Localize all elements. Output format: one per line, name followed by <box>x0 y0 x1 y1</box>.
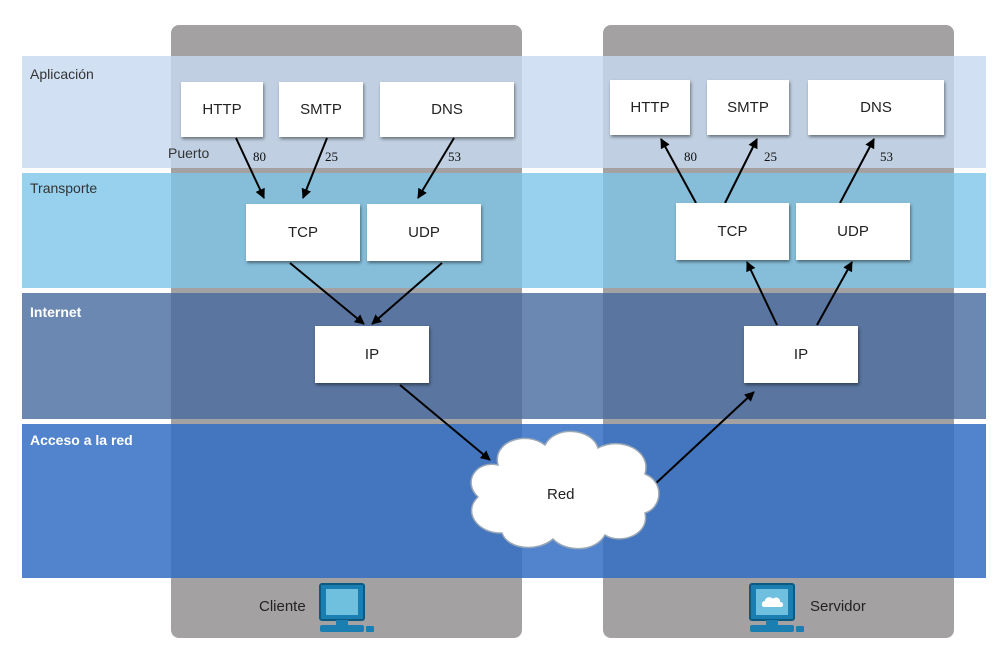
server-port-dns: 53 <box>880 149 893 164</box>
client-port-smtp: 25 <box>325 149 338 164</box>
server-tcp-label: TCP <box>717 223 748 240</box>
server-smtp-box: SMTP <box>707 80 789 135</box>
client-tcp-box: TCP <box>246 204 360 261</box>
client-udp-box: UDP <box>367 204 481 261</box>
server-udp-box: UDP <box>796 203 910 260</box>
server-ip-label: IP <box>793 346 809 363</box>
client-port-dns: 53 <box>448 149 461 164</box>
network-access-layer-label: Acceso a la red <box>30 432 133 448</box>
server-udp-label: UDP <box>837 223 869 240</box>
desktop-computer-icon <box>319 583 374 632</box>
server-tcp-box: TCP <box>676 203 789 260</box>
client-http-box: HTTP <box>181 82 263 137</box>
server-smtp-label: SMTP <box>727 99 769 116</box>
transport-layer-label: Transporte <box>30 180 98 196</box>
client-tcp-label: TCP <box>288 224 318 241</box>
client-smtp-box: SMTP <box>279 82 363 137</box>
client-http-label: HTTP <box>202 101 242 118</box>
client-ip-box: IP <box>315 326 429 383</box>
client-udp-label: UDP <box>408 224 440 241</box>
client-dns-label: DNS <box>431 101 463 118</box>
server-port-smtp: 25 <box>764 149 777 164</box>
server-dns-label: DNS <box>860 99 892 116</box>
internet-layer-label: Internet <box>30 304 82 320</box>
client-dns-box: DNS <box>380 82 514 137</box>
client-ip-label: IP <box>364 346 380 363</box>
server-http-label: HTTP <box>630 99 670 116</box>
cloud-icon <box>470 430 660 550</box>
server-ip-box: IP <box>744 326 858 383</box>
client-port-http: 80 <box>253 149 266 164</box>
client-port-label: Puerto <box>168 145 210 161</box>
network-cloud-label: Red <box>547 486 575 503</box>
application-layer-label: Aplicación <box>30 66 94 82</box>
server-dns-box: DNS <box>808 80 944 135</box>
server-computer-icon <box>749 583 804 632</box>
server-http-box: HTTP <box>610 80 690 135</box>
client-smtp-label: SMTP <box>300 101 342 118</box>
server-label: Servidor <box>810 598 866 615</box>
server-port-http: 80 <box>684 149 697 164</box>
client-label: Cliente <box>259 598 306 615</box>
